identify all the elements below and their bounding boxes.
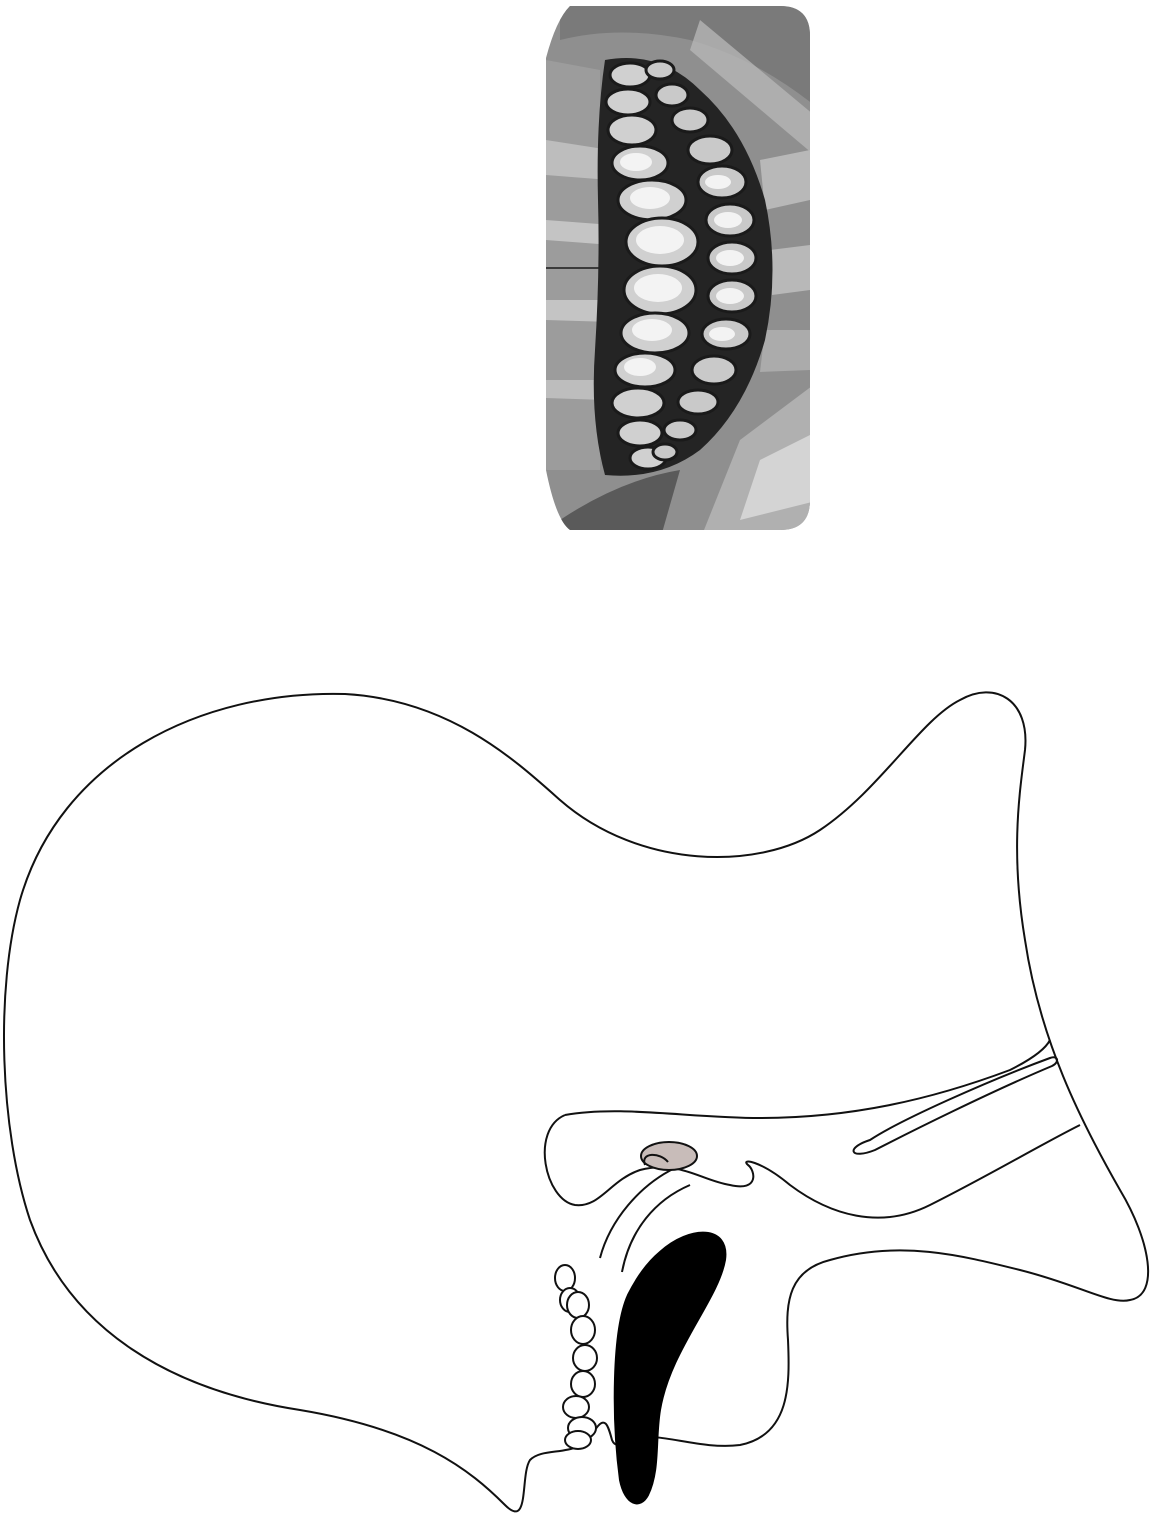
dental-x-ray-teeth-icon	[540, 0, 820, 540]
dark-tongue-shape	[615, 1233, 726, 1504]
inner-arc-outer	[600, 1168, 675, 1258]
nasal-cavity-contour	[545, 1115, 1080, 1218]
nasal-cavity-upper-contour	[565, 1040, 1050, 1118]
vertebra-chain	[555, 1265, 597, 1449]
skull-cross-section-outline-icon	[4, 692, 1148, 1511]
